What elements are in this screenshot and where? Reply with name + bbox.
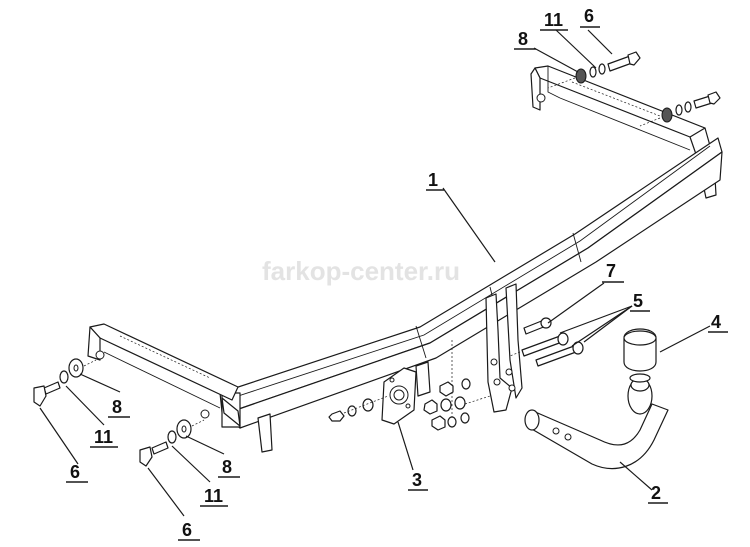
callout-8-left: 8: [112, 397, 122, 417]
callout-1: 1: [428, 170, 438, 190]
callout-11-mid: 11: [204, 486, 223, 506]
left-mounting-bracket: [87, 323, 239, 419]
middle-fastener-set: [139, 419, 205, 467]
callout-labels: 1 2 3 4 5 7 6 11 8 8 11 6 8 11 6: [66, 6, 728, 541]
left-fastener-set: [33, 358, 97, 407]
callout-6-mid: 6: [182, 520, 192, 540]
callout-6-top: 6: [584, 6, 594, 26]
socket-plate-fasteners: [328, 378, 491, 431]
leader-lines: [39, 29, 711, 517]
socket-mounting-plate: [381, 361, 431, 425]
callout-4: 4: [711, 312, 721, 332]
top-fastener-set: [547, 51, 721, 127]
hitch-bolts: [509, 317, 584, 367]
callout-8-top: 8: [518, 29, 528, 49]
callout-6-left: 6: [70, 462, 80, 482]
callout-7: 7: [606, 261, 616, 281]
hitch-mount-bracket: [451, 283, 523, 420]
tow-ball-neck: [524, 377, 669, 470]
callout-2: 2: [651, 483, 661, 503]
callout-8-mid: 8: [222, 457, 232, 477]
callout-11-left: 11: [94, 427, 113, 447]
tow-ball-cap: [623, 328, 657, 383]
callout-3: 3: [412, 470, 422, 490]
main-cross-beam: [219, 137, 723, 453]
watermark: farkop-center.ru: [262, 256, 460, 286]
callout-5: 5: [633, 291, 643, 311]
callout-11-top: 11: [544, 10, 563, 30]
